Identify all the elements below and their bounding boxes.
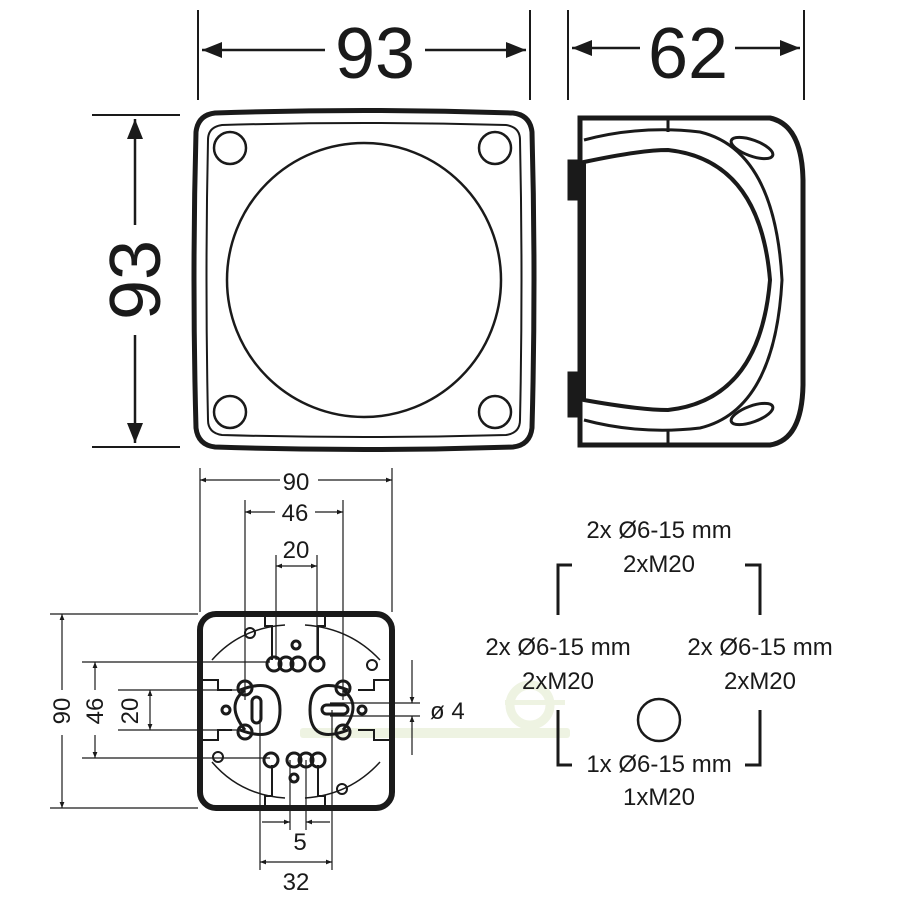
dim-slot-spacing: 5: [293, 829, 306, 856]
dim-base-20-v: 20: [117, 698, 144, 725]
entry-right-line2: 2xM20: [724, 668, 796, 695]
entry-left-line2: 2xM20: [522, 668, 594, 695]
dim-base-46-v: 46: [82, 698, 109, 725]
side-view: [567, 10, 806, 448]
entry-bottom-line2: 1xM20: [623, 784, 695, 811]
front-view: [92, 10, 537, 452]
entry-top-line1: 2x Ø6-15 mm: [586, 517, 731, 544]
entry-scheme: [556, 563, 762, 767]
entry-right-line1: 2x Ø6-15 mm: [687, 634, 832, 661]
dim-front-height: 93: [96, 240, 176, 320]
dim-hole-diameter: ø 4: [430, 698, 465, 725]
dim-front-width: 93: [335, 14, 415, 94]
dim-base-20-h: 20: [283, 537, 310, 564]
dim-base-height: 90: [49, 698, 76, 725]
dim-slot-span: 32: [283, 869, 310, 896]
base-view: [50, 468, 420, 870]
dim-base-width: 90: [283, 469, 310, 496]
dim-side-depth: 62: [648, 14, 728, 94]
entry-left-line1: 2x Ø6-15 mm: [485, 634, 630, 661]
entry-top-line2: 2xM20: [623, 551, 695, 578]
dim-base-46-h: 46: [282, 500, 309, 527]
entry-bottom-line1: 1x Ø6-15 mm: [586, 751, 731, 778]
